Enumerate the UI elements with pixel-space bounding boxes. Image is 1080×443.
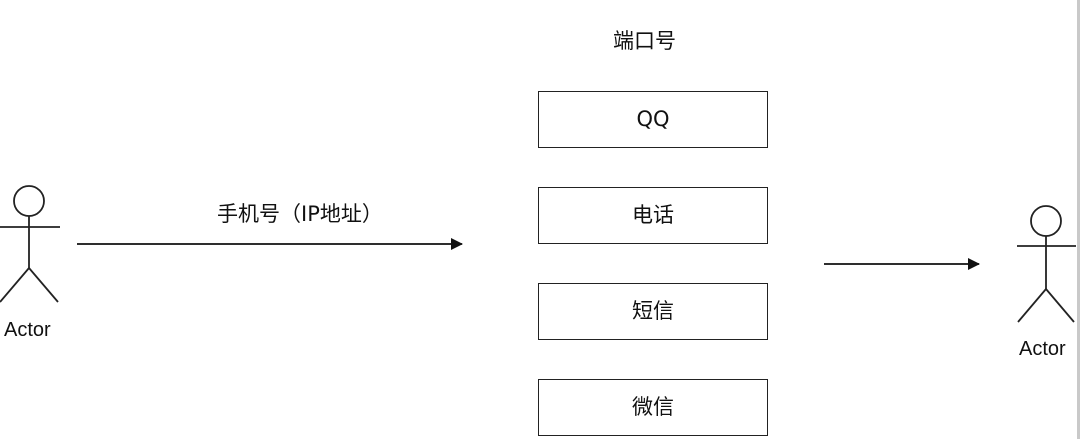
port-label-wechat: 微信 bbox=[632, 395, 674, 419]
port-label-sms: 短信 bbox=[632, 299, 674, 323]
diagram-title: 端口号 bbox=[613, 29, 676, 53]
left-actor-icon bbox=[0, 185, 60, 303]
right-border bbox=[1077, 0, 1080, 439]
port-label-phone: 电话 bbox=[632, 203, 674, 227]
port-box-wechat: 微信 bbox=[538, 379, 768, 436]
arrow-label: 手机号（IP地址） bbox=[217, 202, 383, 226]
port-box-phone: 电话 bbox=[538, 187, 768, 244]
port-box-qq: QQ bbox=[538, 91, 768, 148]
port-box-sms: 短信 bbox=[538, 283, 768, 340]
right-actor-label: Actor bbox=[1019, 338, 1066, 360]
right-actor-icon bbox=[1017, 205, 1076, 323]
port-label-qq: QQ bbox=[636, 107, 670, 131]
left-actor-label: Actor bbox=[4, 319, 51, 341]
